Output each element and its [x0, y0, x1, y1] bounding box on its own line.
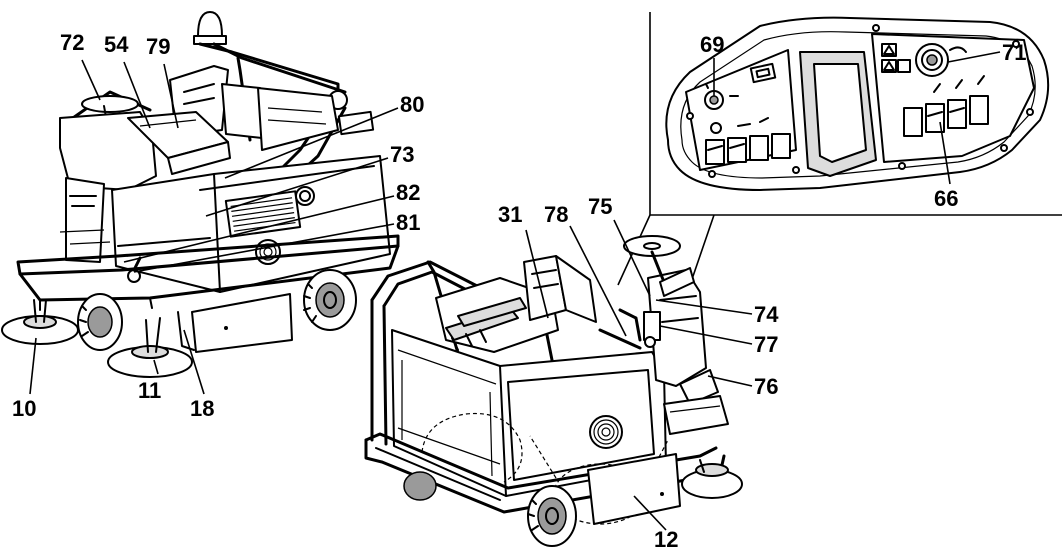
- callout-12: 12: [654, 527, 678, 552]
- callout-82: 82: [396, 180, 420, 205]
- callout-10: 10: [12, 396, 36, 421]
- right-machine-illustration: [364, 235, 743, 547]
- callout-31: 31: [498, 202, 522, 227]
- callout-72: 72: [60, 30, 84, 55]
- callout-73: 73: [390, 142, 414, 167]
- callout-78: 78: [544, 202, 568, 227]
- callout-18: 18: [190, 396, 214, 421]
- callout-75: 75: [588, 194, 612, 219]
- callout-11: 11: [138, 378, 161, 403]
- callout-labels: 72 54 79 80 73 82 81 10 11 18 69 71 66 3…: [12, 30, 1026, 552]
- callout-76: 76: [754, 374, 778, 399]
- callout-66: 66: [934, 186, 958, 211]
- callout-69: 69: [700, 32, 724, 57]
- callout-77: 77: [754, 332, 778, 357]
- callout-71: 71: [1002, 40, 1026, 65]
- callout-74: 74: [754, 302, 779, 327]
- callout-81: 81: [396, 210, 420, 235]
- leader-lines: [29, 51, 1001, 531]
- callout-80: 80: [400, 92, 424, 117]
- left-machine-illustration: [1, 11, 400, 378]
- callout-54: 54: [104, 32, 129, 57]
- callout-79: 79: [146, 34, 170, 59]
